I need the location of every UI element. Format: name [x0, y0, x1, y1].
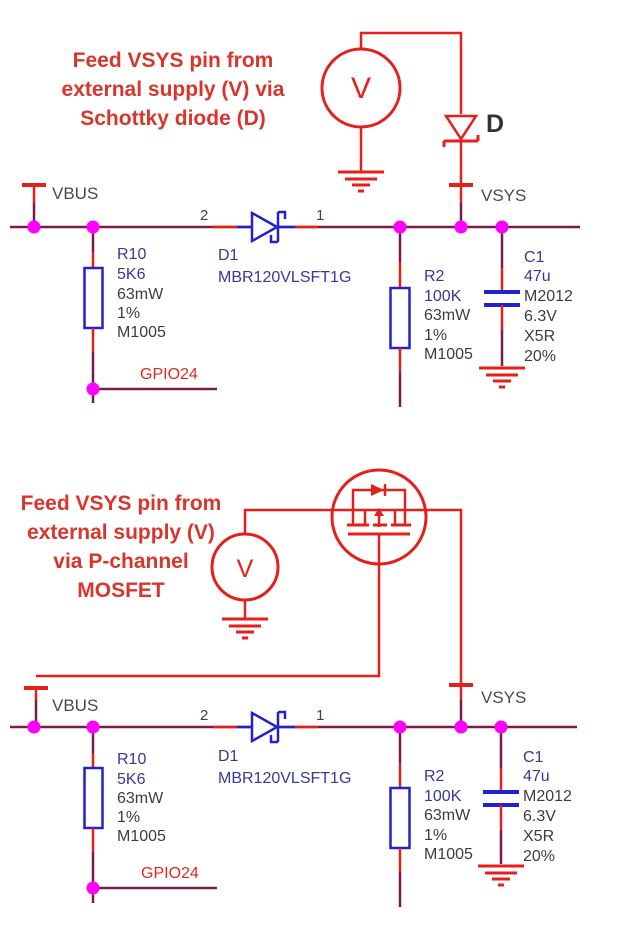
- r10-package: M1005: [117, 324, 166, 341]
- ground-icon: [479, 366, 525, 389]
- r2-designator: R2: [424, 268, 445, 285]
- r2-tolerance: 1%: [424, 827, 448, 844]
- r10-designator: R10: [117, 751, 147, 768]
- c1-package: M2012: [523, 788, 572, 805]
- heading-line: external supply (V): [27, 521, 215, 544]
- pin-number-2: 2: [200, 207, 209, 224]
- c1-dielectric: X5R: [523, 828, 555, 845]
- gate-wire: [36, 534, 381, 678]
- r10-designator: R10: [117, 246, 147, 263]
- net-label-gpio24: GPIO24: [140, 366, 198, 383]
- c1-tolerance: 20%: [524, 348, 557, 365]
- ground-icon: [338, 170, 384, 193]
- supply-v-label: V: [236, 555, 254, 583]
- pmos-legs: [351, 510, 407, 524]
- heading-line: Schottky diode (D): [80, 107, 266, 130]
- net-label-vbus: VBUS: [52, 184, 99, 203]
- pin-number-1: 1: [316, 207, 325, 224]
- top-circuit-wires: [10, 31, 580, 407]
- c1-dielectric: X5R: [524, 328, 556, 345]
- heading-line: Feed VSYS pin from: [72, 49, 274, 72]
- junction-dots: [27, 220, 509, 396]
- pin-number-1: 1: [316, 707, 325, 724]
- net-label-gpio24: GPIO24: [141, 865, 199, 882]
- bottom-heading: Feed VSYS pin from external supply (V) v…: [11, 489, 231, 605]
- d1-designator: D1: [218, 247, 239, 264]
- schottky-diode-d1-symbol: [237, 210, 295, 244]
- heading-line: via P-channel: [53, 550, 189, 573]
- c1-package: M2012: [524, 288, 573, 305]
- d1-designator: D1: [218, 748, 239, 765]
- c1-value: 47u: [523, 768, 550, 785]
- resistor-r10-symbol: [83, 227, 217, 403]
- top-heading: Feed VSYS pin from external supply (V) v…: [40, 46, 306, 133]
- junction-dots: [27, 720, 508, 895]
- r2-value: 100K: [424, 288, 462, 305]
- r10-power: 63mW: [117, 286, 164, 303]
- r10-package: M1005: [117, 828, 166, 845]
- r2-designator: R2: [424, 768, 445, 785]
- resistor-r2-symbol: [389, 227, 411, 407]
- net-label-vbus: VBUS: [52, 696, 99, 715]
- ground-icon: [478, 864, 524, 887]
- d1-partnumber: MBR120VLSFT1G: [218, 269, 352, 286]
- r2-tolerance: 1%: [424, 327, 448, 344]
- pmos-internals: [332, 484, 428, 536]
- r10-tolerance: 1%: [117, 305, 141, 322]
- r10-value: 5K6: [117, 266, 146, 283]
- heading-line: external supply (V) via: [61, 78, 285, 101]
- pin-number-2: 2: [200, 707, 209, 724]
- source-wire: [243, 508, 332, 534]
- resistor-r2-symbol: [389, 727, 411, 907]
- r10-tolerance: 1%: [117, 809, 141, 826]
- voltmeter-wire: [359, 31, 463, 114]
- net-label-vsys: VSYS: [481, 186, 527, 205]
- r2-value: 100K: [424, 788, 462, 805]
- schottky-d-label: D: [486, 110, 505, 138]
- c1-tolerance: 20%: [523, 848, 556, 865]
- schottky-diode-d-symbol: [443, 114, 479, 142]
- r2-power: 63mW: [424, 307, 471, 324]
- r10-power: 63mW: [117, 790, 164, 807]
- ground-icon: [222, 617, 268, 640]
- voltmeter-label: V: [350, 72, 371, 105]
- net-label-vsys: VSYS: [481, 688, 527, 707]
- r2-package: M1005: [424, 846, 473, 863]
- c1-voltage: 6.3V: [524, 308, 557, 325]
- schottky-diode-d1-symbol: [237, 710, 295, 744]
- c1-value: 47u: [524, 268, 551, 285]
- r2-package: M1005: [424, 346, 473, 363]
- heading-line: MOSFET: [77, 579, 165, 602]
- r2-power: 63mW: [424, 807, 471, 824]
- c1-designator: C1: [523, 749, 544, 766]
- c1-voltage: 6.3V: [523, 808, 556, 825]
- drain-wire: [428, 508, 463, 685]
- pmos-body-diode: [371, 484, 384, 496]
- capacitor-c1-symbol: [478, 727, 524, 887]
- heading-line: Feed VSYS pin from: [20, 492, 222, 515]
- r10-value: 5K6: [117, 771, 146, 788]
- d1-partnumber: MBR120VLSFT1G: [218, 770, 352, 787]
- pmos-arrow-head: [374, 508, 384, 516]
- bottom-circuit-wires: [10, 468, 577, 907]
- capacitor-c1-symbol: [479, 227, 525, 389]
- c1-designator: C1: [524, 249, 545, 266]
